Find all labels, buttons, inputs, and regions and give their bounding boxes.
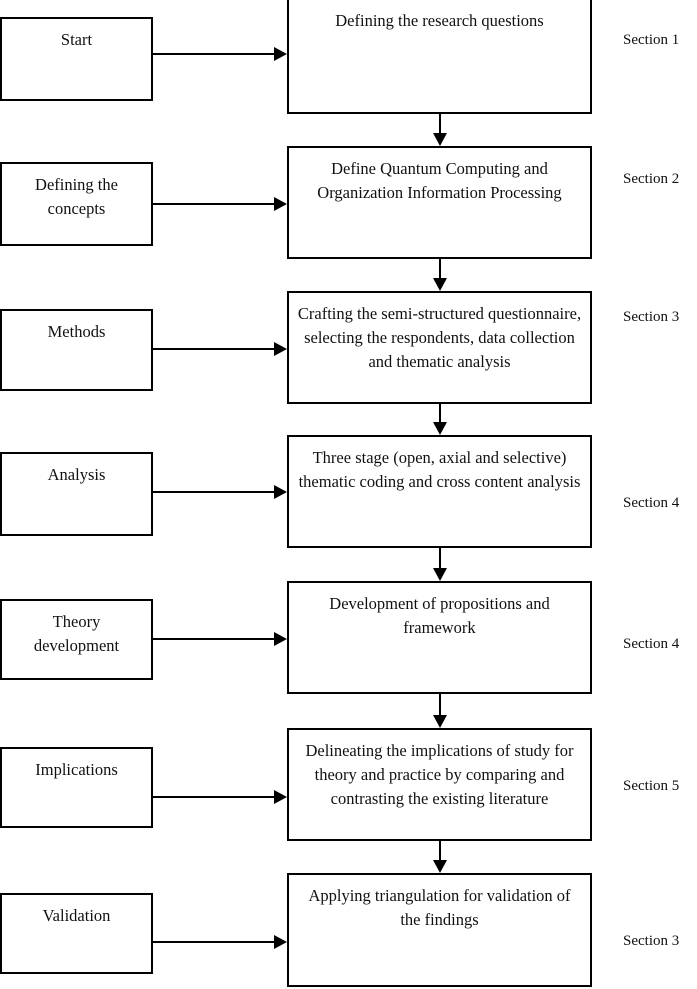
connector-horizontal-5 — [153, 638, 276, 640]
connector-vertical-1 — [439, 114, 441, 135]
arrowhead-down-2 — [433, 278, 447, 291]
arrowhead-down-5 — [433, 715, 447, 728]
stage-box-validation[interactable]: Validation — [0, 893, 153, 974]
process-box-applying-triangulation-for-validation-of-the-fin[interactable]: Applying triangulation for validation of… — [287, 873, 592, 987]
process-box-delineating-the-implications-of-study-for-theory[interactable]: Delineating the implications of study fo… — [287, 728, 592, 841]
section-label-3: Section 3 — [623, 309, 680, 325]
connector-vertical-4 — [439, 548, 441, 570]
arrowhead-right-4 — [274, 485, 287, 499]
arrowhead-down-3 — [433, 422, 447, 435]
section-label-5: Section 4 — [623, 636, 680, 652]
section-label-2: Section 2 — [623, 171, 680, 187]
stage-box-implications[interactable]: Implications — [0, 747, 153, 828]
stage-box-theory-development[interactable]: Theory development — [0, 599, 153, 680]
arrowhead-down-6 — [433, 860, 447, 873]
connector-horizontal-4 — [153, 491, 276, 493]
section-label-4: Section 4 — [623, 495, 680, 511]
arrowhead-right-3 — [274, 342, 287, 356]
connector-vertical-3 — [439, 404, 441, 424]
arrowhead-right-7 — [274, 935, 287, 949]
arrowhead-down-4 — [433, 568, 447, 581]
connector-horizontal-3 — [153, 348, 276, 350]
arrowhead-right-5 — [274, 632, 287, 646]
arrowhead-right-2 — [274, 197, 287, 211]
stage-box-defining-the-concepts[interactable]: Defining the concepts — [0, 162, 153, 246]
section-label-7: Section 3 — [623, 933, 680, 949]
connector-vertical-5 — [439, 694, 441, 717]
connector-vertical-6 — [439, 841, 441, 862]
section-label-6: Section 5 — [623, 778, 680, 794]
stage-box-analysis[interactable]: Analysis — [0, 452, 153, 536]
process-box-defining-the-research-questions[interactable]: Defining the research questions — [287, 0, 592, 114]
process-box-three-stage-open-axial-and-selective-thematic-co[interactable]: Three stage (open, axial and selective) … — [287, 435, 592, 548]
process-box-development-of-propositions-and-framework[interactable]: Development of propositions and framewor… — [287, 581, 592, 694]
arrowhead-down-1 — [433, 133, 447, 146]
stage-box-start[interactable]: Start — [0, 17, 153, 101]
stage-box-methods[interactable]: Methods — [0, 309, 153, 391]
process-box-define-quantum-computing-and-organization-inform[interactable]: Define Quantum Computing and Organizatio… — [287, 146, 592, 259]
connector-horizontal-2 — [153, 203, 276, 205]
process-box-crafting-the-semi-structured-questionnaire-selec[interactable]: Crafting the semi-structured questionnai… — [287, 291, 592, 404]
arrowhead-right-6 — [274, 790, 287, 804]
section-label-1: Section 1 — [623, 32, 680, 48]
arrowhead-right-1 — [274, 47, 287, 61]
connector-horizontal-6 — [153, 796, 276, 798]
connector-horizontal-1 — [153, 53, 276, 55]
connector-vertical-2 — [439, 259, 441, 280]
connector-horizontal-7 — [153, 941, 276, 943]
